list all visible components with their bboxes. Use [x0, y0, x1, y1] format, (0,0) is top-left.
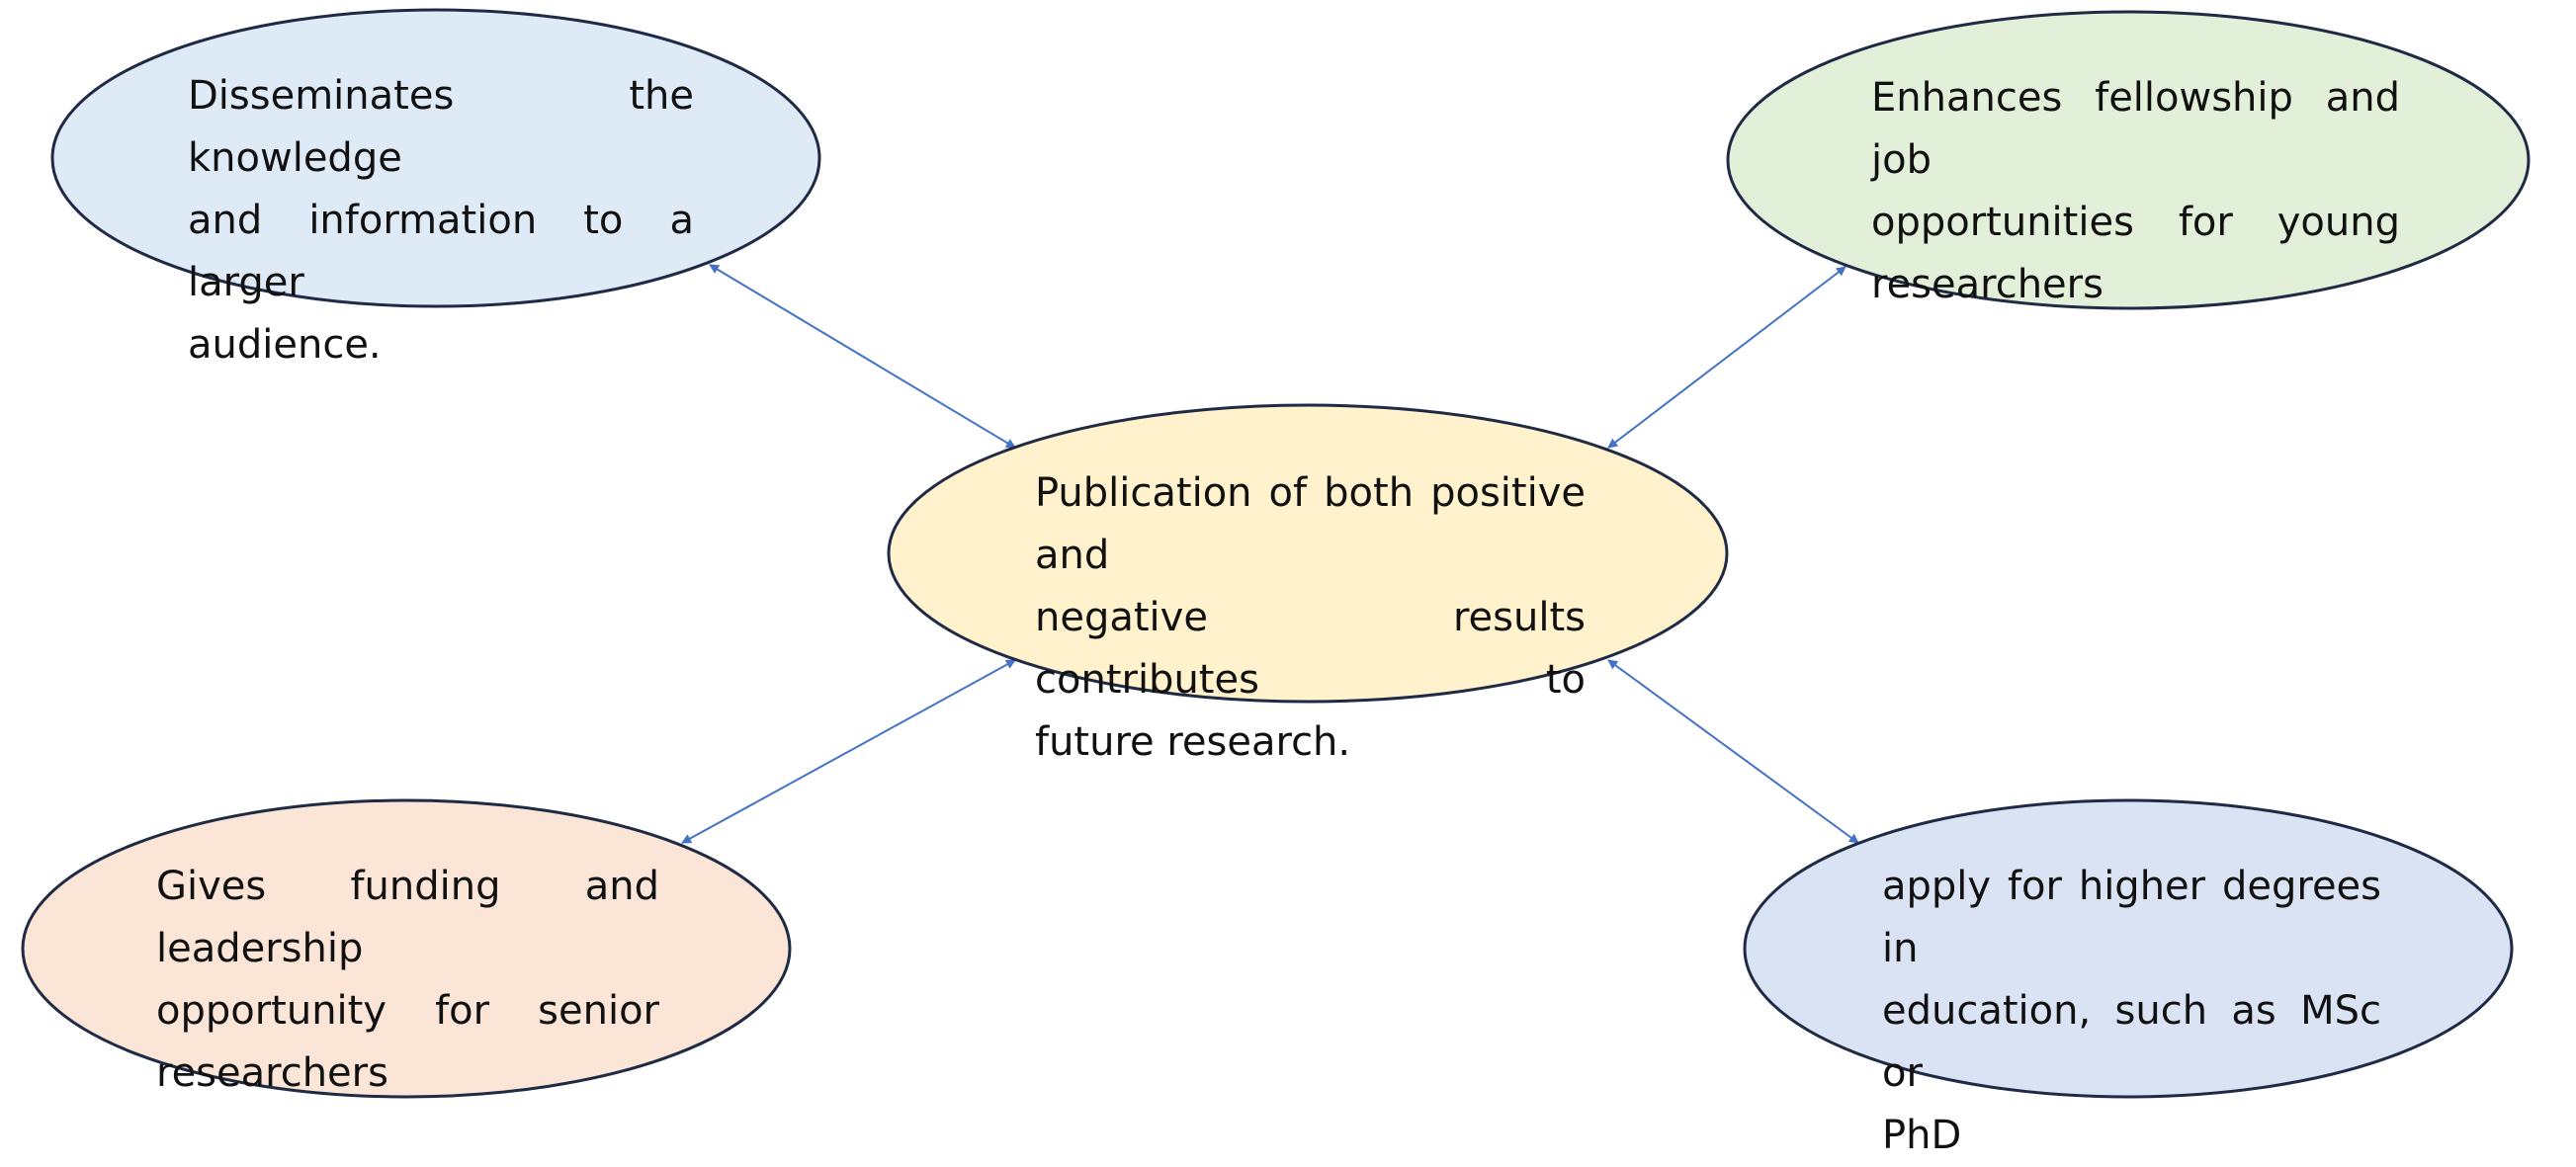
node-top-right-text: Enhances fellowship and job opportunitie…: [1871, 67, 2400, 316]
node-bottom-left-ellipse: [21, 798, 792, 1099]
node-bottom-left-line-2: opportunity for senior: [156, 988, 659, 1034]
node-bottom-right-text: apply for higher degrees in education, s…: [1882, 856, 2381, 1167]
connector-center-to-bottom-right: [1607, 659, 1859, 844]
node-bottom-right-line-1: apply for higher degrees in: [1882, 864, 2381, 971]
connector-center-to-top-left: [709, 264, 1016, 449]
node-center-line-3: future research.: [1035, 719, 1351, 765]
node-bottom-left-text: Gives funding and leadership opportunity…: [156, 856, 659, 1105]
node-top-left-line-2: and information to a larger: [188, 198, 694, 305]
connector-center-to-top-right: [1607, 266, 1846, 449]
node-bottom-right-line-3: PhD: [1882, 1113, 1962, 1158]
node-bottom-left-line-1: Gives funding and leadership: [156, 864, 659, 971]
node-bottom-left-line-3: researchers: [156, 1050, 388, 1096]
node-top-right-ellipse: [1726, 10, 2531, 310]
node-top-right-line-1: Enhances fellowship and job: [1871, 75, 2400, 183]
node-center-line-2: negative results contributes to: [1035, 595, 1586, 703]
node-top-left-ellipse: [50, 8, 821, 308]
node-top-right-line-2: opportunities for young: [1871, 200, 2400, 245]
node-center-ellipse: [887, 403, 1729, 704]
node-top-left-line-1: Disseminates the knowledge: [188, 73, 694, 181]
node-top-left-line-3: audience.: [188, 322, 382, 368]
connector-center-to-bottom-left: [681, 659, 1016, 844]
node-bottom-right-ellipse: [1743, 798, 2514, 1099]
node-top-right-line-3: researchers: [1871, 262, 2104, 307]
node-center-line-1: Publication of both positive and: [1035, 470, 1586, 578]
node-center-text: Publication of both positive and negativ…: [1035, 462, 1586, 774]
node-top-left-text: Disseminates the knowledge and informati…: [188, 65, 694, 376]
node-bottom-right-line-2: education, such as MSc or: [1882, 988, 2381, 1096]
